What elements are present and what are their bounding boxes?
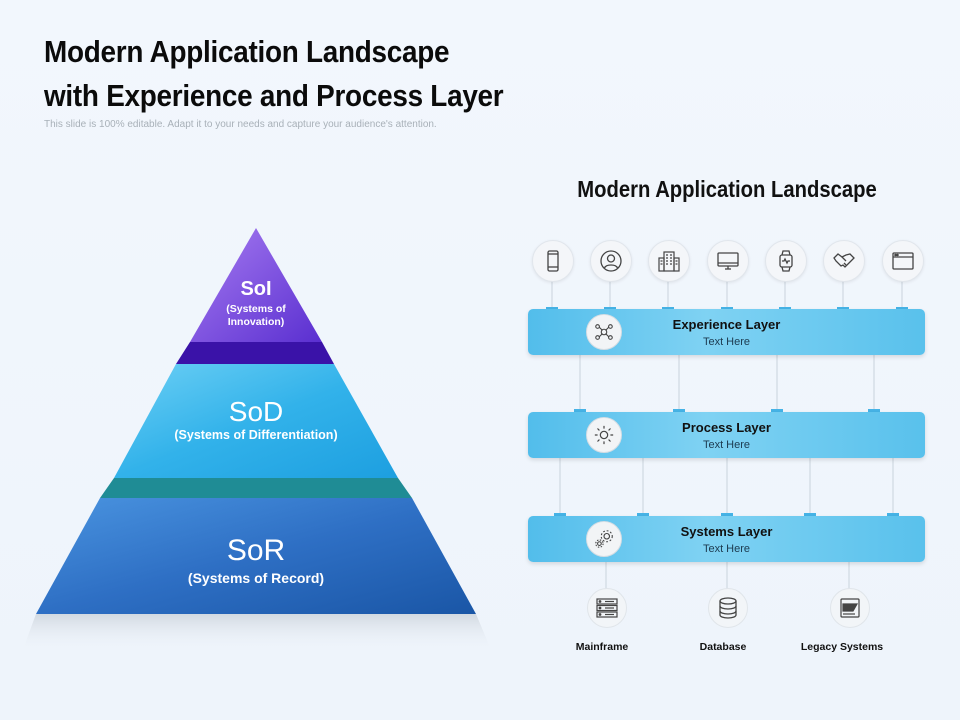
legacy-systems-label: Legacy Systems xyxy=(800,641,884,653)
sod-label: SoD (Systems of Differentiation) xyxy=(130,396,382,442)
pyramid-tier-sod xyxy=(114,364,398,478)
process-layer-name: Process Layer xyxy=(682,420,771,435)
database-label: Database xyxy=(699,641,747,653)
soi-abbr: SoI xyxy=(240,278,272,300)
band-middle-bottom xyxy=(100,478,412,498)
database-icon xyxy=(708,588,748,628)
pyramid-shadow xyxy=(22,614,492,652)
smartwatch-icon xyxy=(765,240,807,282)
pyramid-tier-sor xyxy=(36,498,476,614)
gears-icon xyxy=(586,521,622,557)
pyramid-tier-soi xyxy=(190,228,322,342)
soi-desc-1: (Systems of xyxy=(226,303,286,315)
page-subtitle: This slide is 100% editable. Adapt it to… xyxy=(44,119,437,130)
building-icon xyxy=(648,240,690,282)
process-gear-icon xyxy=(586,417,622,453)
user-icon xyxy=(590,240,632,282)
network-people-icon xyxy=(586,314,622,350)
handshake-icon xyxy=(823,240,865,282)
sor-desc: (Systems of Record) xyxy=(187,570,325,586)
server-rack-icon xyxy=(587,588,627,628)
systems-layer-text: Text Here xyxy=(702,543,751,555)
experience-layer-text: Text Here xyxy=(702,336,751,348)
title-line-2: with Experience and Process Layer xyxy=(44,78,504,113)
sod-desc: (Systems of Differentiation) xyxy=(174,428,338,442)
monitor-icon xyxy=(707,240,749,282)
title-line-1: Modern Application Landscape xyxy=(44,34,450,69)
smartphone-icon xyxy=(532,240,574,282)
browser-window-icon xyxy=(882,240,924,282)
mainframe-label: Mainframe xyxy=(575,641,629,653)
band-top-middle xyxy=(176,342,334,364)
sod-abbr: SoD xyxy=(228,396,284,427)
page-title: Modern Application Landscape with Experi… xyxy=(44,30,602,118)
process-layer-text: Text Here xyxy=(702,439,751,451)
sap-document-icon xyxy=(830,588,870,628)
sor-label: SoR (Systems of Record) xyxy=(130,534,382,586)
sor-abbr: SoR xyxy=(226,534,286,567)
landscape-title: Modern Application Landscape xyxy=(577,176,877,202)
systems-layer-bar: Systems Layer Text Here xyxy=(528,516,925,562)
experience-layer-name: Experience Layer xyxy=(672,317,781,332)
experience-layer-bar: Experience Layer Text Here xyxy=(528,309,925,355)
soi-desc-2: Innovation) xyxy=(227,316,285,328)
systems-layer-name: Systems Layer xyxy=(680,524,773,539)
soi-label: SoI (Systems of Innovation) xyxy=(196,278,316,328)
process-layer-bar: Process Layer Text Here xyxy=(528,412,925,458)
